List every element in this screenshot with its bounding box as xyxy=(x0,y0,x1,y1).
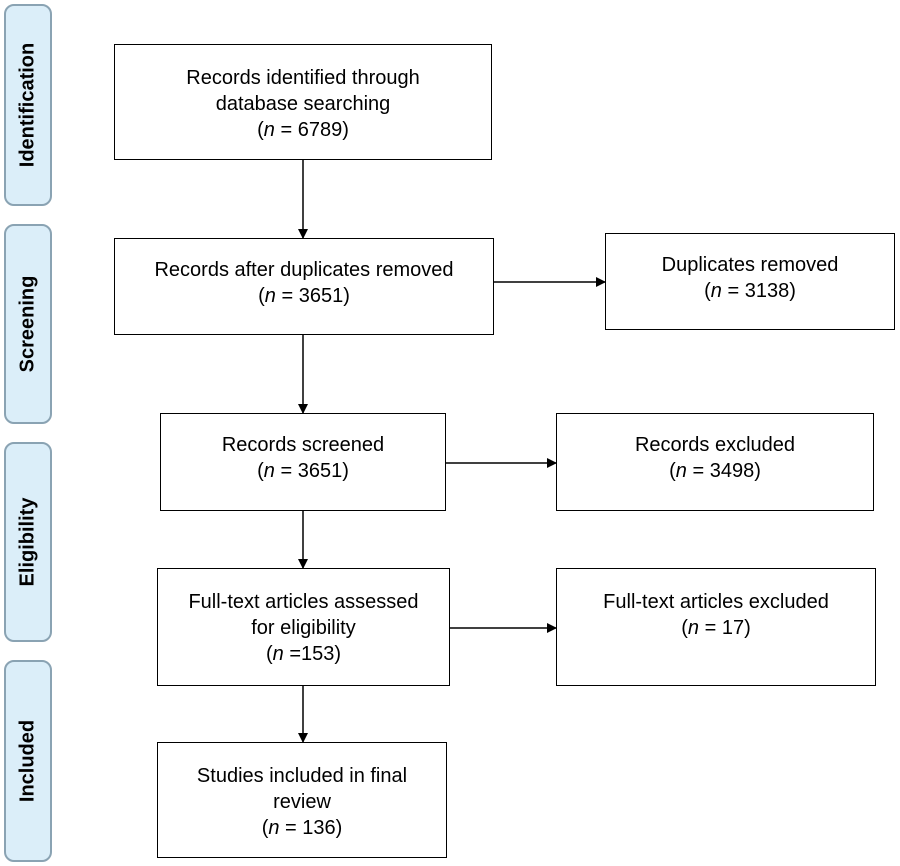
box-records-screened: Records screened (n = 3651) xyxy=(160,413,446,511)
after-duplicates-line1: Records after duplicates removed xyxy=(154,259,454,281)
studies-included-count: (n = 136) xyxy=(261,817,343,839)
phase-eligibility: Eligibility xyxy=(4,442,52,642)
records-screened-count: (n = 3651) xyxy=(257,460,349,482)
fulltext-assessed-line1: Full-text articles assessed xyxy=(188,591,419,613)
duplicates-removed-line1: Duplicates removed xyxy=(661,254,839,276)
records-identified-count: (n = 6789) xyxy=(257,119,349,141)
box-duplicates-removed: Duplicates removed (n = 3138) xyxy=(605,233,895,330)
fulltext-excluded-count: (n = 17) xyxy=(681,617,751,639)
fulltext-assessed-line2: for eligibility xyxy=(251,617,356,639)
fulltext-excluded-line1: Full-text articles excluded xyxy=(603,591,829,613)
records-excluded-line1: Records excluded xyxy=(634,434,796,456)
box-studies-included: Studies included in final review (n = 13… xyxy=(157,742,447,858)
studies-included-line2: review xyxy=(273,791,331,813)
records-screened-line1: Records screened xyxy=(221,434,385,456)
records-identified-line1: Records identified through xyxy=(186,67,420,89)
records-identified-line2: database searching xyxy=(215,93,391,115)
after-duplicates-count: (n = 3651) xyxy=(258,285,350,307)
phase-screening: Screening xyxy=(4,224,52,424)
box-fulltext-excluded: Full-text articles excluded (n = 17) xyxy=(556,568,876,686)
box-records-excluded: Records excluded (n = 3498) xyxy=(556,413,874,511)
records-excluded-count: (n = 3498) xyxy=(669,460,761,482)
fulltext-assessed-count: (n =153) xyxy=(265,643,342,665)
phase-included: Included xyxy=(4,660,52,862)
box-after-duplicates: Records after duplicates removed (n = 36… xyxy=(114,238,494,335)
box-fulltext-assessed: Full-text articles assessed for eligibil… xyxy=(157,568,450,686)
phase-identification: Identification xyxy=(4,4,52,206)
duplicates-removed-count: (n = 3138) xyxy=(704,280,796,302)
box-records-identified: Records identified through database sear… xyxy=(114,44,492,160)
studies-included-line1: Studies included in final xyxy=(196,765,408,787)
